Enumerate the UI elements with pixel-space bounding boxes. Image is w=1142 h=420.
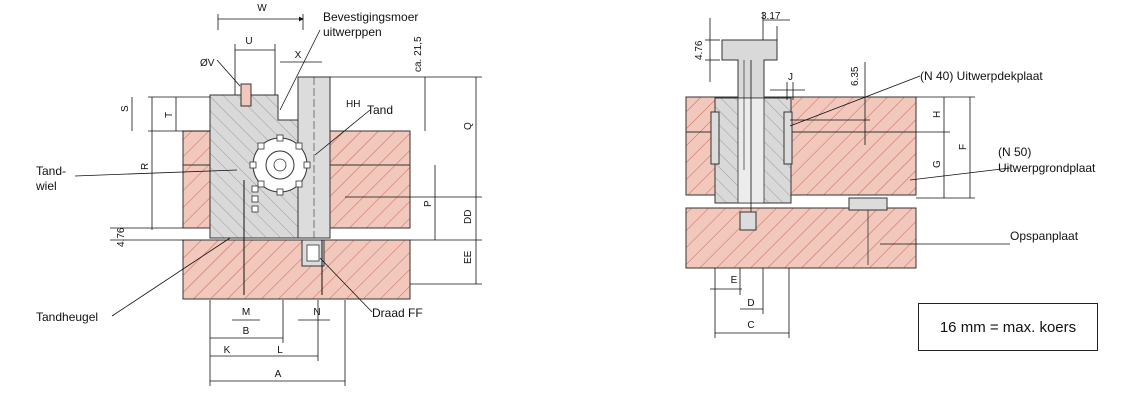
- label-uitwerpgrondplaat: Uitwerpgrondplaat: [998, 161, 1096, 175]
- dim-f: F: [958, 144, 969, 150]
- dim-317: 3.17: [761, 11, 781, 22]
- dim-ee: EE: [463, 250, 474, 264]
- dim-s: S: [120, 105, 131, 112]
- bottom-plate-left: [182, 239, 411, 300]
- dim-hh: HH: [346, 99, 360, 110]
- label-tand: Tand: [367, 103, 393, 117]
- label-tandwiel-2: wiel: [35, 179, 57, 193]
- label-n40: (N 40) Uitwerpdekplaat: [920, 69, 1043, 83]
- dim-e: E: [731, 275, 738, 286]
- dim-m: M: [242, 307, 250, 318]
- dim-p: P: [423, 200, 434, 207]
- label-bevestigingsmoer: Bevestigingsmoer: [323, 10, 418, 24]
- dim-d: D: [747, 298, 754, 309]
- dim-n: N: [313, 307, 320, 318]
- dim-a: A: [275, 369, 282, 380]
- max-stroke-note: 16 mm = max. koers: [918, 303, 1098, 351]
- dim-476-left: 4.76: [116, 227, 127, 247]
- label-uitwerppen: uitwerppen: [323, 25, 382, 39]
- label-n50: (N 50): [998, 145, 1031, 159]
- dim-b: B: [243, 326, 250, 337]
- clamping-plate: [685, 207, 917, 269]
- ejector-pin-head: [721, 39, 778, 99]
- left-view: W U X ØV ca. 21,5 S T R HH Q P DD EE 4.7…: [35, 3, 482, 386]
- dim-k: K: [224, 345, 231, 356]
- label-opspanplaat: Opspanplaat: [1010, 229, 1079, 243]
- dim-476-right: 4.76: [694, 40, 705, 60]
- dim-q: Q: [463, 122, 474, 130]
- dim-w: W: [257, 3, 267, 14]
- dim-j: J: [788, 72, 793, 83]
- dim-h: H: [932, 111, 943, 118]
- dim-ca215: ca. 21,5: [413, 36, 424, 72]
- label-tandheugel: Tandheugel: [36, 310, 98, 324]
- label-tandwiel-1: Tand-: [36, 164, 66, 178]
- dim-l: L: [277, 345, 283, 356]
- dim-u: U: [245, 36, 252, 47]
- dim-r: R: [140, 163, 151, 170]
- dim-t: T: [164, 112, 175, 118]
- dim-635: 6.35: [850, 66, 861, 86]
- right-view: 3.17 4.76 J 6.35 H G F E D C (N 40) Uitw…: [685, 11, 1096, 338]
- dim-dd: DD: [463, 210, 474, 224]
- dim-x: X: [295, 50, 302, 61]
- label-draad: Draad FF: [372, 306, 423, 320]
- dim-ov: ØV: [200, 58, 215, 69]
- dim-g: G: [932, 160, 943, 168]
- dim-c: C: [747, 320, 754, 331]
- screw-ov: [240, 83, 252, 107]
